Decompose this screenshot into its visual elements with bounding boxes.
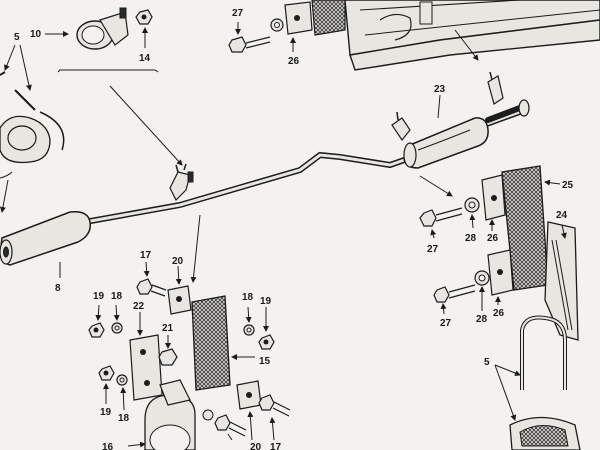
callout-20-lower: 20 [250,442,262,450]
callout-17-lower: 17 [270,442,282,450]
bracket-part-26-right-lower [487,249,514,296]
muffler [0,210,91,266]
callout-14: 14 [139,53,151,64]
leader-left-to-muffler [0,179,9,213]
callout-27-right-upper: 27 [427,244,439,255]
leader-top-to-center-hanger [109,85,183,166]
callout-5-lower: 5 [484,357,490,368]
callout-18-right: 18 [242,292,254,303]
leader-18-lower [120,387,127,411]
callout-16: 16 [102,442,114,450]
callout-21: 21 [162,323,174,334]
callout-20-upper: 20 [172,256,184,267]
washer-part-28-right-lower [474,270,490,286]
nut-part-19-right [258,307,275,350]
left-brace [0,171,13,179]
bracket-part-22 [129,312,163,401]
u-bolt-clamp-part-5-upper [0,44,65,164]
tail-pipe [485,99,530,123]
leader-27-right-lower [440,303,447,315]
washer-part-28-right-upper [464,197,480,229]
bolt-part-17-lower-b [214,414,247,437]
resonator [403,117,489,169]
callout-28-right-lower: 28 [476,314,488,325]
clamp-part-10 [76,7,129,50]
hanger-bracket-resonator-left [391,111,411,142]
bolt-part-17-lower-a [258,394,291,417]
washer-top [270,18,284,32]
leader-center-hanger-to-parts [190,214,201,283]
clamp-part-16 [127,379,214,450]
callout-10: 10 [30,29,42,40]
callout-25: 25 [562,180,574,191]
callout-24: 24 [556,210,568,221]
callout-5-upper: 5 [14,32,20,43]
callout-26-right-upper: 26 [487,233,499,244]
bracket-part-20-lower [236,380,262,410]
bolt-part-27-top [228,22,271,53]
hanger-bracket-center [169,163,194,202]
frame-rail-section [344,0,600,71]
washer-part-18-lower [116,374,128,386]
u-bolt-part-5-lower [494,315,581,450]
bolt-part-27-right-lower [433,284,476,303]
leader-23 [437,94,441,119]
rubber-insulator-top [311,0,346,36]
callout-8: 8 [55,283,61,294]
callout-15: 15 [259,356,271,367]
leader-20-lower [247,411,254,441]
bracket-part-26-right-upper [481,174,506,221]
bracket-part-20-upper [167,265,192,315]
callout-23: 23 [434,84,446,95]
callout-28-right-upper: 28 [465,233,477,244]
callout-27-right-lower: 27 [440,318,452,329]
nut-part-19-left [88,304,105,338]
bolt-part-27-right-upper [419,207,463,239]
bracket-brace [57,69,159,73]
washer-part-18-right [243,306,255,336]
hanger-strap-part-24 [544,221,579,341]
callout-26-top: 26 [288,56,300,67]
nut-part-14 [135,9,153,48]
callout-19-left: 19 [93,291,105,302]
nut-part-19-lower [98,365,115,381]
callout-22: 22 [133,301,145,312]
bracket-part-26-top [284,1,313,52]
leader-resonator-to-hanger [419,175,453,197]
rubber-insulator-part-15 [191,295,255,391]
callout-17-upper: 17 [140,250,152,261]
callout-19-right: 19 [260,296,272,307]
callout-27-top: 27 [232,8,244,19]
callout-26-right-lower: 26 [493,308,505,319]
bolt-part-17-upper [136,261,167,297]
hanger-bracket-resonator-right [487,71,504,105]
leader-17-lower-b [227,433,233,441]
callout-18-left: 18 [111,291,123,302]
callout-18-lower: 18 [118,413,130,424]
nut-part-21 [158,335,178,366]
leader-17-lower [269,417,276,441]
callout-19-lower: 19 [100,407,112,418]
washer-part-18-left [111,304,123,334]
